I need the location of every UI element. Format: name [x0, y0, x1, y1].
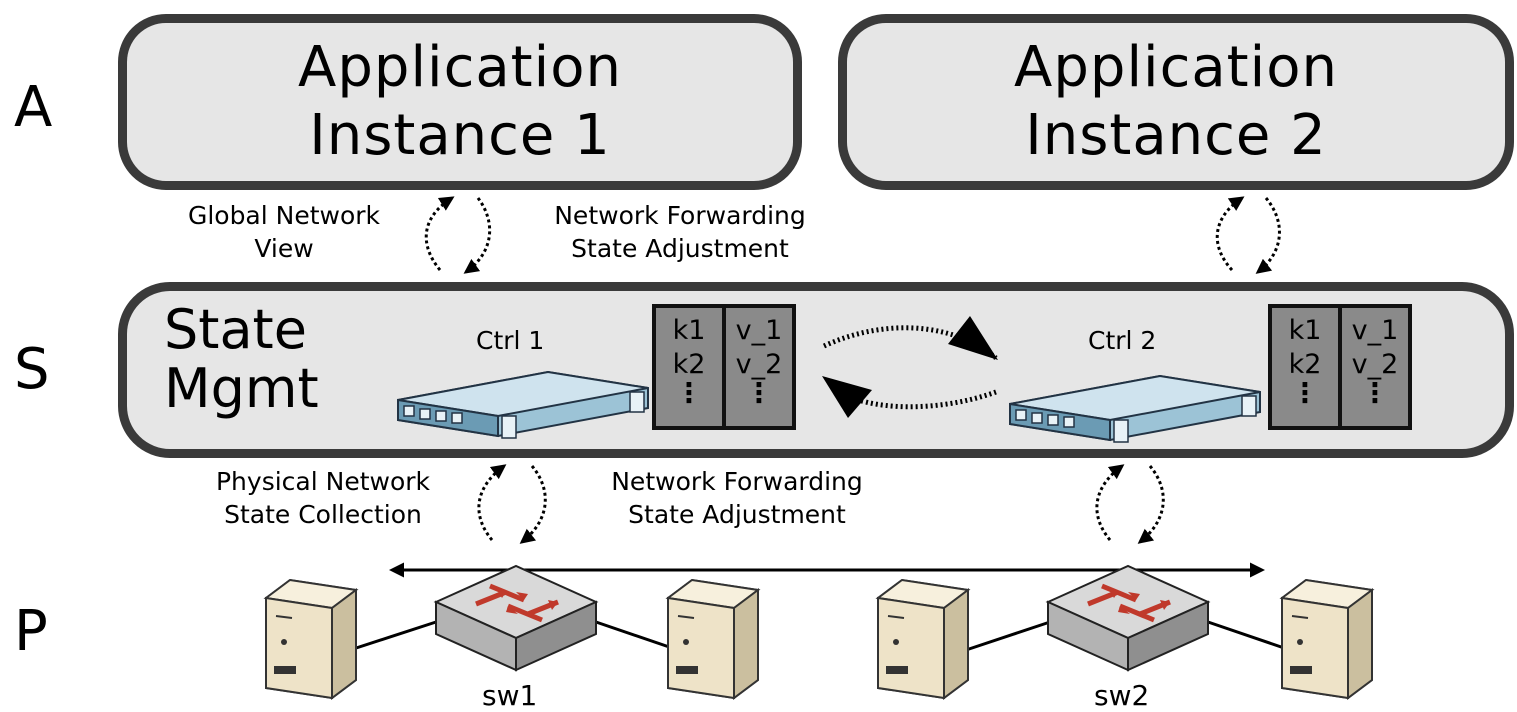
physical-state-collection-label: Physical Network State Collection	[215, 467, 431, 529]
upper-forwarding-adjustment-label: Network Forwarding State Adjustment	[554, 201, 806, 263]
upper-adjust-arrow-2	[1255, 197, 1281, 274]
sync-arrowhead-to-ctrl1	[822, 376, 872, 418]
upper-adjust-arrow-1	[463, 197, 492, 274]
lower-forwarding-adjustment-label: Network Forwarding State Adjustment	[611, 467, 863, 529]
state-collection-arrow-2	[1095, 464, 1125, 541]
host-3-icon	[877, 579, 969, 699]
controller-1-label: Ctrl 1	[476, 326, 545, 355]
upper-view-arrow-2	[1215, 196, 1245, 272]
controller-2-label: Ctrl 2	[1088, 326, 1157, 355]
application-instance-1-box: Application Instance 1	[118, 14, 802, 190]
global-view-arrow	[424, 196, 455, 271]
layer-label-state: S	[14, 337, 50, 402]
app-instance-1-line2: Instance 1	[309, 103, 611, 168]
lower-adjust-arrow-1	[519, 465, 547, 544]
host-link	[965, 620, 1051, 652]
switch-1-label: sw1	[482, 679, 538, 712]
state-mgmt-title: State Mgmt	[164, 298, 319, 421]
app-instance-1-line1: Application	[298, 34, 622, 100]
controller-1-kv-store: k1 k2 ⋮ v_1 v_2 ⋮	[652, 304, 796, 430]
sync-arrow-to-ctrl1	[834, 387, 997, 410]
host-2-icon	[667, 579, 759, 699]
host-4-icon	[1281, 579, 1373, 699]
kv-keys-column: k1 k2 ⋮	[1288, 315, 1322, 409]
sync-arrowhead-to-ctrl2	[948, 316, 998, 360]
controller-2-server-icon	[1009, 375, 1261, 443]
switch-2-label: sw2	[1094, 679, 1150, 712]
host-link	[349, 620, 437, 652]
controller-1-server-icon	[397, 371, 649, 439]
kv-values-column: v_1 v_2 ⋮	[722, 308, 792, 426]
kv-values-column: v_1 v_2 ⋮	[1338, 308, 1408, 426]
global-network-view-label: Global Network View	[187, 201, 381, 263]
state-collection-arrow-1	[477, 464, 507, 541]
application-instance-2-box: Application Instance 2	[838, 14, 1514, 190]
app-instance-2-line2: Instance 2	[1025, 103, 1327, 168]
layer-label-application: A	[14, 75, 53, 140]
host-link	[595, 620, 679, 652]
host-1-icon	[265, 579, 357, 699]
lower-adjust-arrow-2	[1137, 465, 1165, 544]
kv-keys-column: k1 k2 ⋮	[672, 315, 706, 409]
layer-label-physical: P	[14, 599, 48, 664]
switch-2-icon	[1048, 566, 1208, 670]
app-instance-2-line1: Application	[1014, 34, 1338, 100]
switch-1-icon	[436, 566, 596, 670]
controller-2-kv-store: k1 k2 ⋮ v_1 v_2 ⋮	[1268, 304, 1412, 430]
host-link	[1207, 620, 1291, 652]
